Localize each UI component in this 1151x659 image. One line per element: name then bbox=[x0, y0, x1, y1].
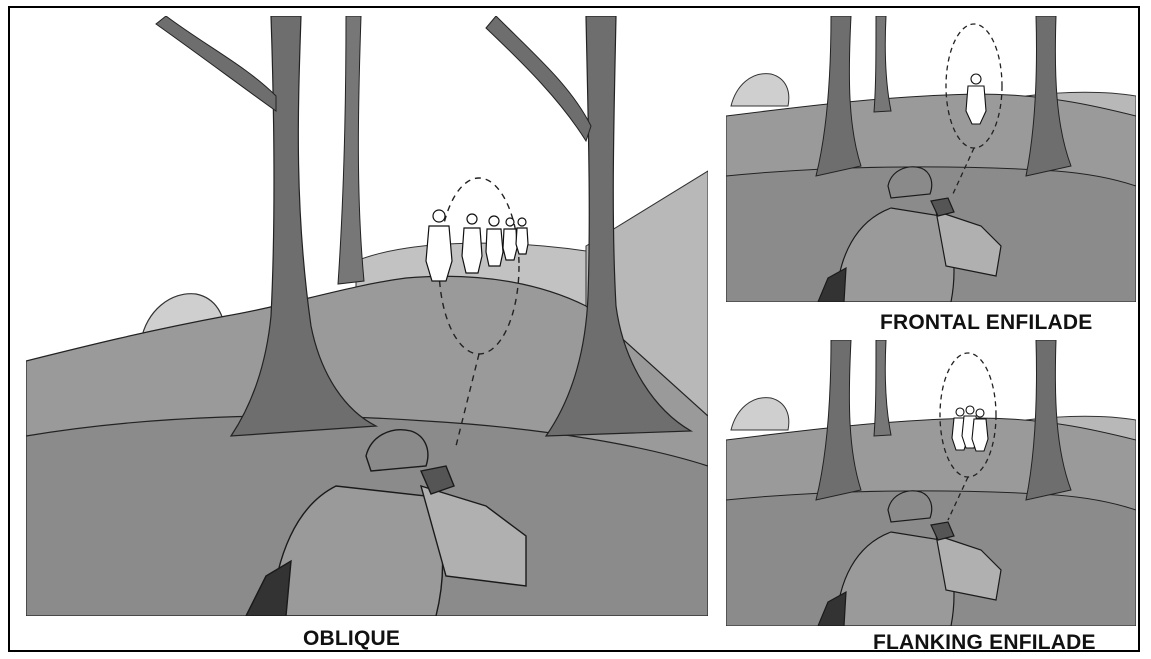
caption-flanking-enfilade: FLANKING ENFILADE bbox=[873, 631, 1096, 655]
caption-oblique: OBLIQUE bbox=[303, 627, 400, 651]
caption-frontal-enfilade: FRONTAL ENFILADE bbox=[880, 311, 1092, 335]
flanking-enfilade-illustration bbox=[726, 340, 1136, 626]
frontal-enfilade-illustration bbox=[726, 16, 1136, 302]
oblique-illustration bbox=[26, 16, 708, 616]
